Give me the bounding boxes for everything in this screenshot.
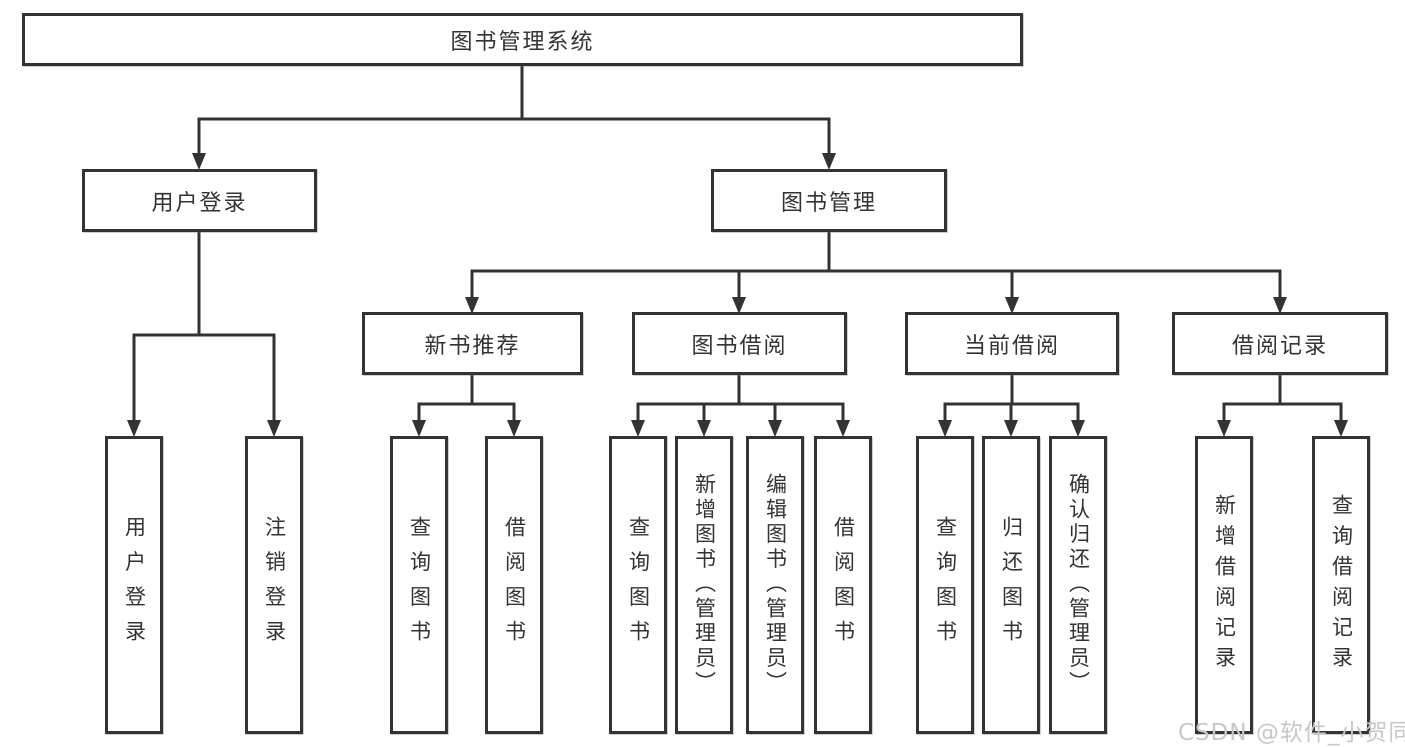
node-return-book: 归还图书 bbox=[982, 436, 1040, 734]
node-new-book-recommend: 新书推荐 bbox=[362, 312, 583, 375]
connector-book-management bbox=[470, 232, 1282, 302]
node-borrow-books-recommend: 借阅图书 bbox=[485, 436, 543, 734]
connector-root bbox=[197, 66, 831, 158]
node-query-borrow-record: 查询借阅记录 bbox=[1312, 436, 1370, 734]
node-edit-book-admin: 编辑图书（管理员） bbox=[746, 436, 804, 734]
node-library-management-system: 图书管理系统 bbox=[22, 13, 1023, 66]
node-user-login: 用户登录 bbox=[82, 169, 317, 232]
arrowheads bbox=[127, 153, 1348, 437]
node-query-books-borrow: 查询图书 bbox=[609, 436, 667, 734]
node-query-books-current: 查询图书 bbox=[916, 436, 974, 734]
node-confirm-return-admin: 确认归还（管理员） bbox=[1049, 436, 1107, 734]
connector-book-borrow bbox=[636, 375, 845, 425]
node-logout: 注销登录 bbox=[245, 436, 303, 734]
connector-user-login bbox=[132, 232, 276, 425]
csdn-watermark: CSDN @软件_小贺同学 bbox=[1178, 720, 1405, 746]
node-borrow-records: 借阅记录 bbox=[1172, 312, 1388, 375]
node-book-management: 图书管理 bbox=[711, 169, 947, 232]
node-borrow-books: 借阅图书 bbox=[814, 436, 872, 734]
node-add-borrow-record: 新增借阅记录 bbox=[1195, 436, 1253, 734]
connector-borrow-records bbox=[1222, 375, 1343, 425]
node-book-borrow: 图书借阅 bbox=[632, 312, 847, 375]
node-query-books-recommend: 查询图书 bbox=[390, 436, 448, 734]
node-add-book-admin: 新增图书（管理员） bbox=[675, 436, 733, 734]
node-current-borrow: 当前借阅 bbox=[905, 312, 1119, 375]
connector-current-borrow bbox=[943, 375, 1080, 425]
connector-new-book-recommend bbox=[417, 375, 516, 425]
node-user-login-action: 用户登录 bbox=[105, 436, 163, 734]
